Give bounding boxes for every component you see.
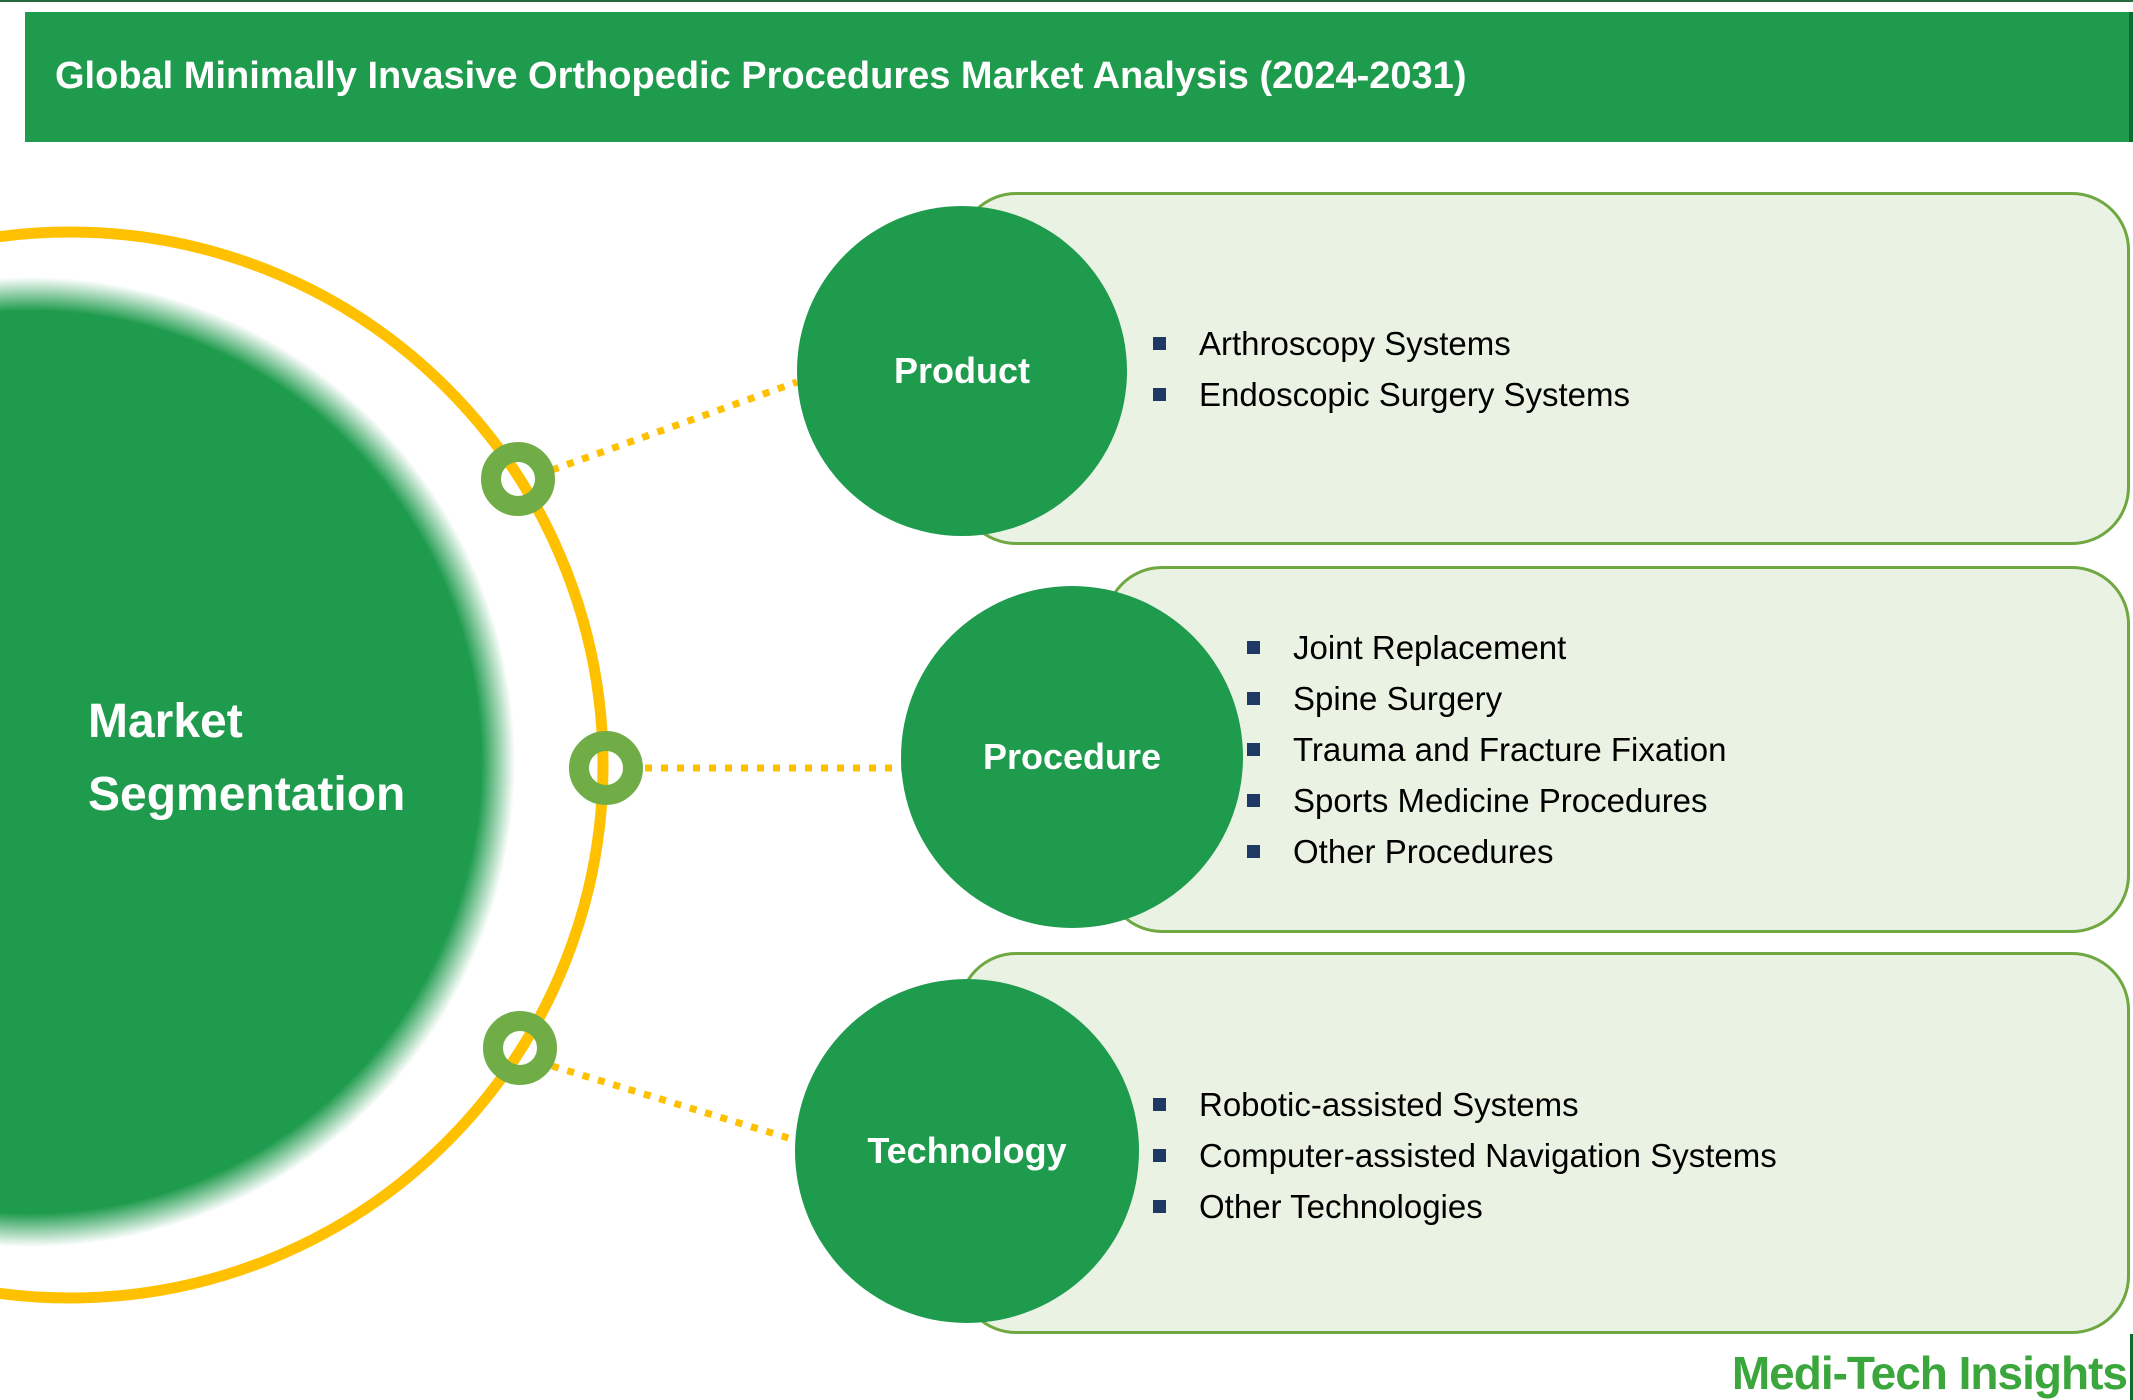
procedure-item-list: Joint Replacement Spine Surgery Trauma a…: [1240, 622, 1726, 877]
procedure-node-label: Procedure: [982, 736, 1162, 777]
bullet-square-icon: [1247, 743, 1260, 756]
page-title: Global Minimally Invasive Orthopedic Pro…: [55, 55, 1467, 98]
bullet-square-icon: [1153, 1149, 1166, 1162]
bullet-square-icon: [1153, 388, 1166, 401]
list-item: Trauma and Fracture Fixation: [1240, 724, 1726, 775]
list-item: Endoscopic Surgery Systems: [1146, 369, 1630, 420]
connector-line-product: [550, 378, 799, 474]
bullet-square-icon: [1247, 692, 1260, 705]
product-item-list: Arthroscopy Systems Endoscopic Surgery S…: [1146, 318, 1630, 420]
top-edge-hairline: [0, 0, 2133, 2]
list-item-text: Endoscopic Surgery Systems: [1199, 376, 1631, 413]
hub-label-line1: Market: [88, 695, 243, 748]
list-item: Joint Replacement: [1240, 622, 1726, 673]
connector-node-icon-procedure: [569, 731, 643, 805]
list-item-text: Other Procedures: [1293, 833, 1554, 870]
list-item: Other Technologies: [1146, 1181, 1777, 1232]
brand-logo: Medi-Tech Insights: [1731, 1347, 2128, 1399]
list-item-text: Arthroscopy Systems: [1199, 325, 1511, 362]
list-item-text: Robotic-assisted Systems: [1199, 1086, 1579, 1123]
bullet-square-icon: [1153, 337, 1166, 350]
bullet-square-icon: [1247, 845, 1260, 858]
list-item: Arthroscopy Systems: [1146, 318, 1630, 369]
product-node-circle: Product: [797, 206, 1127, 536]
bullet-square-icon: [1247, 641, 1260, 654]
procedure-node-circle: Procedure: [901, 586, 1243, 928]
product-node-label: Product: [893, 350, 1030, 391]
list-item-text: Joint Replacement: [1293, 629, 1567, 666]
footer-right-edge-strip: [2130, 1334, 2133, 1400]
list-item-text: Other Technologies: [1199, 1188, 1483, 1225]
list-item: Spine Surgery: [1240, 673, 1726, 724]
hub-circle: [0, 277, 515, 1247]
product-panel: [958, 192, 2130, 545]
list-item: Sports Medicine Procedures: [1240, 775, 1726, 826]
list-item: Other Procedures: [1240, 826, 1726, 877]
list-item: Computer-assisted Navigation Systems: [1146, 1130, 1777, 1181]
list-item-text: Computer-assisted Navigation Systems: [1199, 1137, 1777, 1174]
list-item-text: Spine Surgery: [1293, 680, 1503, 717]
bullet-square-icon: [1153, 1200, 1166, 1213]
orbit-ring: [0, 226, 609, 1304]
technology-node-label: Technology: [867, 1130, 1067, 1171]
title-bar: Global Minimally Invasive Orthopedic Pro…: [25, 12, 2133, 142]
hub-label: Market Segmentation: [88, 685, 405, 831]
hub-label-line2: Segmentation: [88, 768, 406, 821]
connector-line-technology: [550, 1062, 797, 1144]
procedure-panel: [1104, 566, 2130, 933]
bullet-square-icon: [1153, 1098, 1166, 1111]
connector-node-icon-product: [481, 442, 555, 516]
technology-node-circle: Technology: [795, 979, 1139, 1323]
list-item-text: Trauma and Fracture Fixation: [1293, 731, 1727, 768]
connector-node-icon-technology: [483, 1011, 557, 1085]
list-item: Robotic-assisted Systems: [1146, 1079, 1777, 1130]
technology-panel: [958, 952, 2130, 1334]
list-item-text: Sports Medicine Procedures: [1293, 782, 1708, 819]
technology-item-list: Robotic-assisted Systems Computer-assist…: [1146, 1079, 1777, 1232]
bullet-square-icon: [1247, 794, 1260, 807]
header-right-edge-strip: [2129, 12, 2133, 142]
